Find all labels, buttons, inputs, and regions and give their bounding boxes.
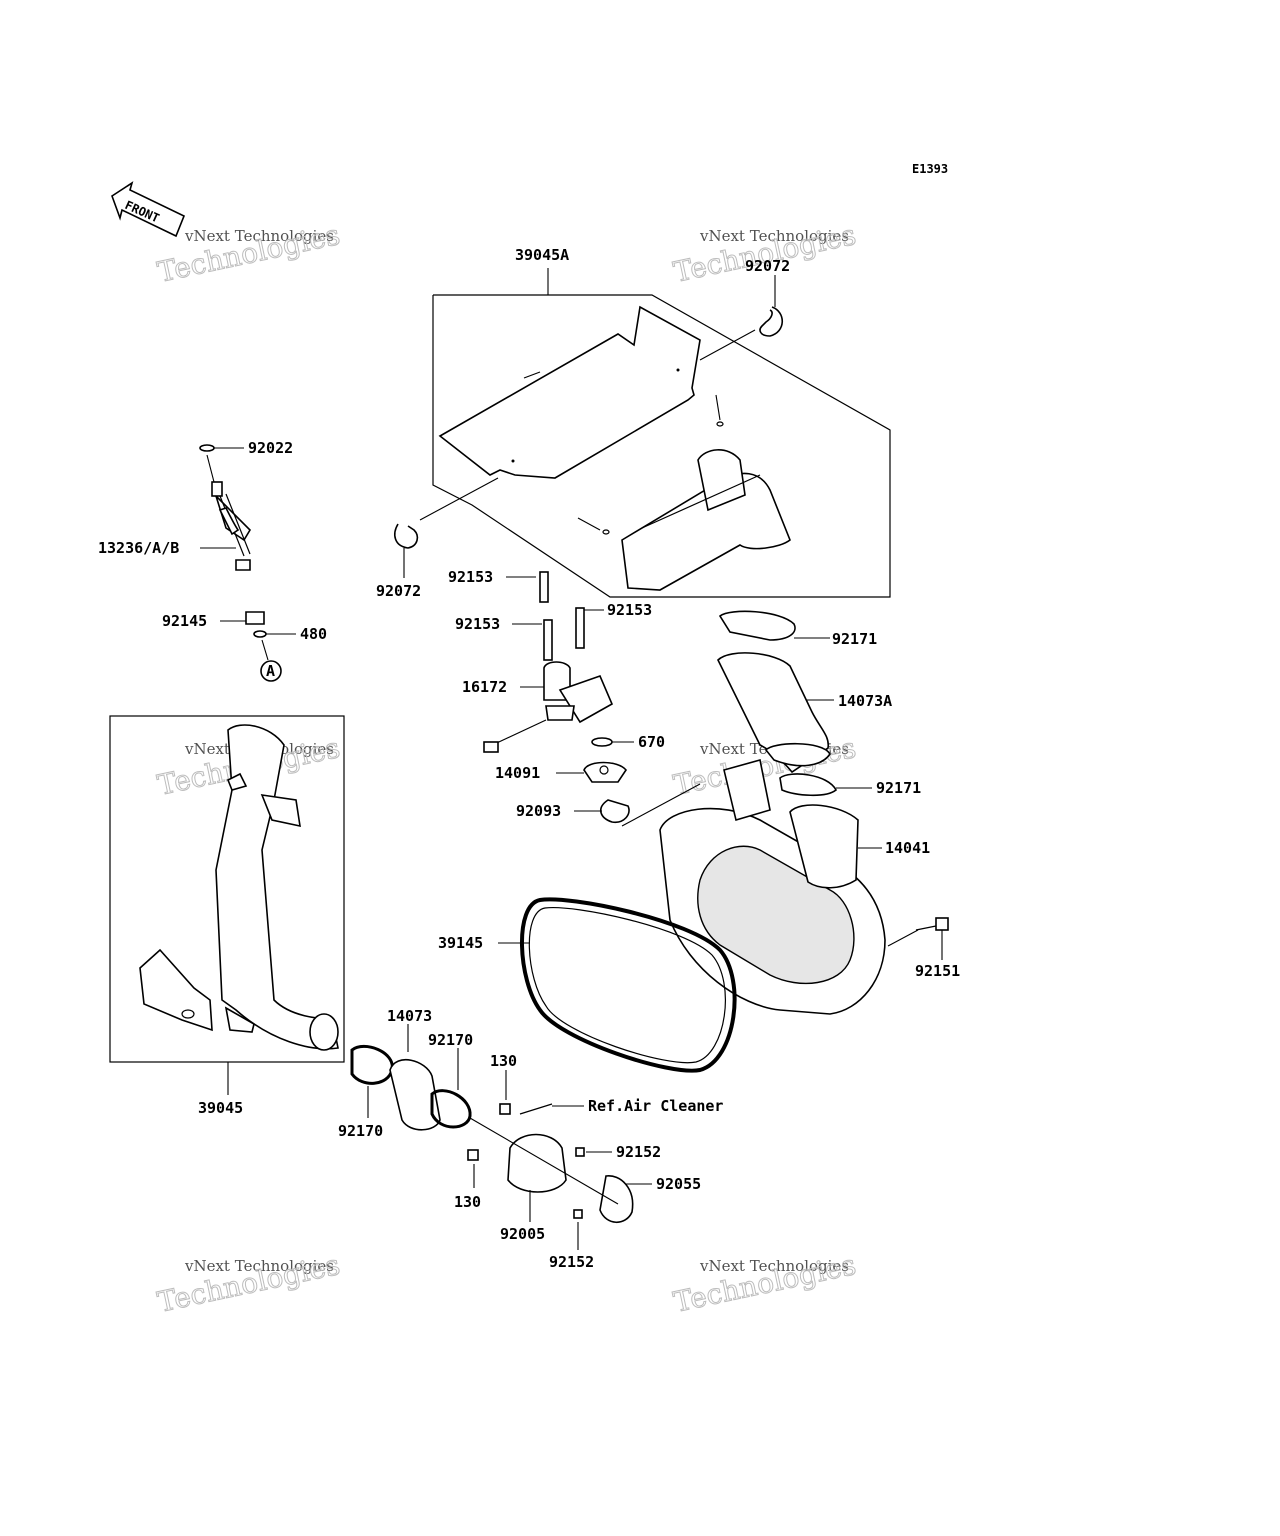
- label-ref-air-cleaner: Ref.Air Cleaner: [588, 1097, 723, 1115]
- clip-92072-left: [394, 523, 419, 549]
- air-duct: [577, 394, 791, 591]
- front-arrow-icon: FRONT: [111, 181, 186, 238]
- oring-670: [591, 737, 613, 747]
- label-92055: 92055: [656, 1175, 701, 1193]
- label-92153-a: 92153: [448, 568, 493, 586]
- svg-text:vNext Technologies: vNext Technologies: [699, 227, 849, 245]
- group-39045A-outline: [432, 268, 891, 598]
- leader-lines: [200, 447, 882, 944]
- label-13236: 13236/A/B: [98, 539, 179, 557]
- label-14073: 14073: [387, 1007, 432, 1025]
- label-92022: 92022: [248, 439, 293, 457]
- svg-text:vNext Technologies: vNext Technologies: [699, 1257, 849, 1275]
- label-92005: 92005: [500, 1225, 545, 1243]
- actuator-16172: [483, 571, 614, 753]
- callout-a-icon: [260, 660, 282, 682]
- cover-14041: [659, 758, 886, 1015]
- label-92152-top: 92152: [616, 1143, 661, 1161]
- bolt-92151: [887, 917, 949, 960]
- label-92170-left: 92170: [338, 1122, 383, 1140]
- label-130-bottom: 130: [454, 1193, 481, 1211]
- intake-duct-39045: [139, 724, 339, 1051]
- label-130-top: 130: [490, 1052, 517, 1070]
- gasket-92093: [600, 799, 630, 824]
- label-14041: 14041: [885, 839, 930, 857]
- group-39045-outline: [109, 715, 345, 1095]
- label-16172: 16172: [462, 678, 507, 696]
- svg-text:vNext Technologies: vNext Technologies: [184, 227, 334, 245]
- label-92171-mid: 92171: [876, 779, 921, 797]
- belt-39145: [520, 897, 737, 1073]
- part-labels: 39045A 92072 92072 92022 13236/A/B 92145…: [98, 246, 960, 1271]
- label-92170-mid: 92170: [428, 1031, 473, 1049]
- duct-14073A: [717, 610, 838, 797]
- diagram-code: E1393: [912, 162, 948, 176]
- label-92145: 92145: [162, 612, 207, 630]
- svg-text:vNext Technologies: vNext Technologies: [184, 1257, 334, 1275]
- label-92153-b: 92153: [607, 601, 652, 619]
- label-92151: 92151: [915, 962, 960, 980]
- thermostat-housing-14091: [583, 761, 627, 783]
- label-480: 480: [300, 625, 327, 643]
- label-14091: 14091: [495, 764, 540, 782]
- label-14073A: 14073A: [838, 692, 892, 710]
- lower-parts: [350, 1024, 652, 1250]
- label-39045A: 39045A: [515, 246, 569, 264]
- label-670: 670: [638, 733, 665, 751]
- cover-plate: [438, 305, 701, 479]
- shift-rod-assembly: A: [199, 444, 282, 682]
- label-92072-left: 92072: [376, 582, 421, 600]
- callout-a: A: [266, 662, 275, 680]
- label-92093: 92093: [516, 802, 561, 820]
- label-92072-top: 92072: [745, 257, 790, 275]
- label-92152-bottom: 92152: [549, 1253, 594, 1271]
- label-39145: 39145: [438, 934, 483, 952]
- label-92153-c: 92153: [455, 615, 500, 633]
- label-92171-top: 92171: [832, 630, 877, 648]
- label-39045: 39045: [198, 1099, 243, 1117]
- clip-92072-top: [759, 306, 784, 337]
